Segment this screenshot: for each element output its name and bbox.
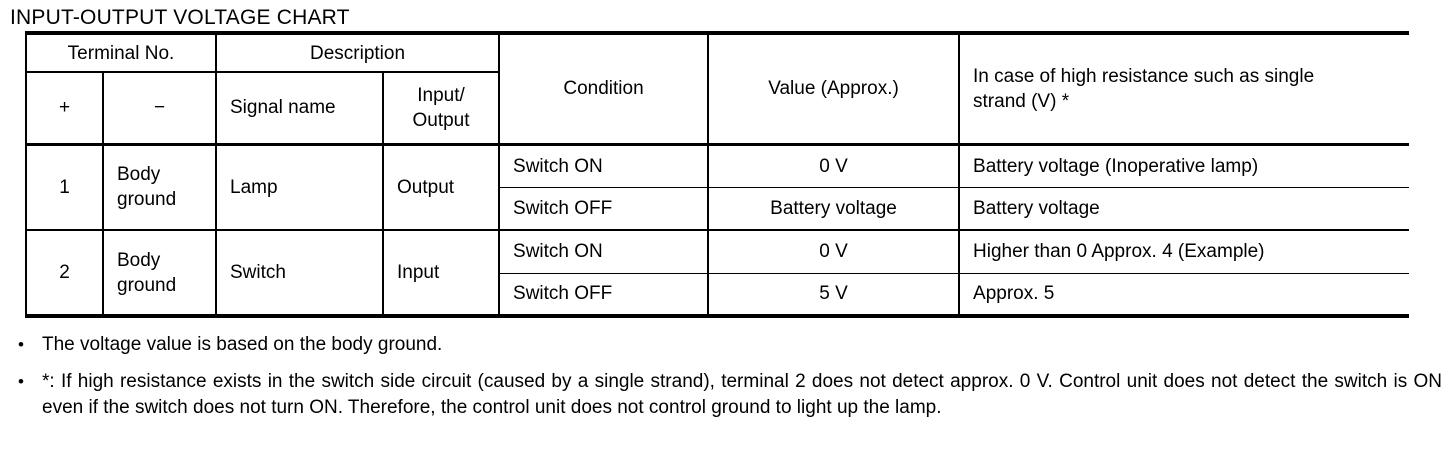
header-input-output: Input/ Output xyxy=(383,72,501,146)
cell-value: 5 V xyxy=(708,273,961,316)
cell-high-resistance: Battery voltage (Inoperative lamp) xyxy=(959,144,1410,188)
header-high-resistance: In case of high resistance such as singl… xyxy=(959,33,1410,146)
header-signal-name: Signal name xyxy=(216,72,384,146)
note-text: *: If high resistance exists in the swit… xyxy=(42,371,1442,418)
cell-ground: Body ground xyxy=(103,230,217,316)
cell-signal: Lamp xyxy=(216,144,384,231)
note-bullet: • xyxy=(18,372,24,391)
cell-signal: Switch xyxy=(216,230,384,316)
cell-value: 0 V xyxy=(708,144,961,188)
cell-condition: Switch ON xyxy=(499,230,710,274)
header-plus: + xyxy=(26,72,104,146)
note-bullet: • xyxy=(18,335,24,354)
cell-condition: Switch OFF xyxy=(499,187,710,231)
cell-io: Input xyxy=(383,230,501,316)
cell-condition: Switch OFF xyxy=(499,273,710,316)
header-description: Description xyxy=(216,33,501,73)
note-item: • The voltage value is based on the body… xyxy=(18,332,1442,358)
cell-value: Battery voltage xyxy=(708,187,961,231)
cell-high-resistance: Battery voltage xyxy=(959,187,1410,231)
note-text: The voltage value is based on the body g… xyxy=(42,334,443,355)
header-condition: Condition xyxy=(499,33,710,146)
manual-page: INPUT-OUTPUT VOLTAGE CHART Terminal No. … xyxy=(10,6,1442,421)
notes-section: • The voltage value is based on the body… xyxy=(18,332,1442,421)
header-value: Value (Approx.) xyxy=(708,33,961,146)
cell-terminal: 2 xyxy=(26,230,104,316)
cell-high-resistance: Approx. 5 xyxy=(973,283,1055,305)
note-item: • *: If high resistance exists in the sw… xyxy=(18,369,1442,421)
cell-terminal: 1 xyxy=(26,144,104,231)
header-terminal-no: Terminal No. xyxy=(26,33,217,73)
cell-condition: Switch ON xyxy=(499,144,710,188)
cell-value: 0 V xyxy=(708,230,961,274)
cell-io: Output xyxy=(383,144,501,231)
voltage-chart-table: Terminal No. Description Condition Value… xyxy=(25,31,1410,318)
header-minus: − xyxy=(103,72,217,146)
page-title: INPUT-OUTPUT VOLTAGE CHART xyxy=(10,6,350,29)
cell-ground: Body ground xyxy=(103,144,217,231)
cell-high-resistance: Higher than 0 Approx. 4 (Example) xyxy=(959,230,1410,274)
